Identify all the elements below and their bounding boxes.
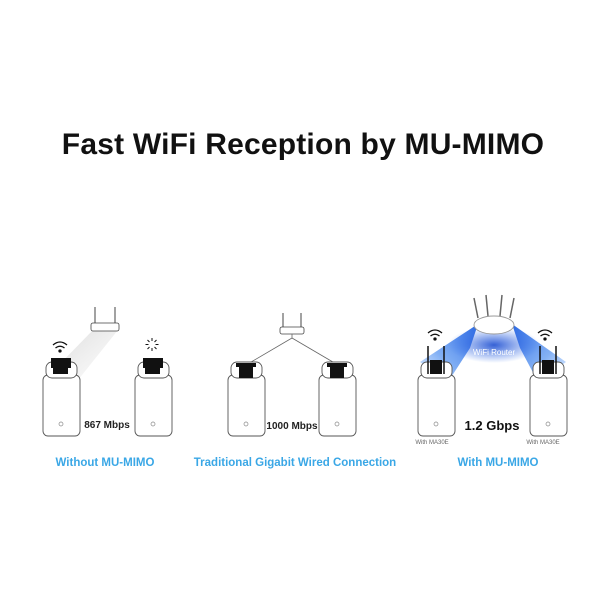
- panel-label: With MU-MIMO: [457, 457, 538, 469]
- panel-with-mu-mimo: WiFi Router: [415, 294, 568, 469]
- device-label: With MA30E: [415, 440, 448, 446]
- page-title: Fast WiFi Reception by MU-MIMO: [61, 128, 545, 161]
- wifi-icon: [537, 329, 553, 341]
- wifi-icon: [427, 329, 443, 341]
- powerline-adapter-icon: [318, 361, 357, 437]
- speed-label: 1.2 Gbps: [465, 418, 520, 433]
- powerline-adapter-icon: [134, 338, 173, 437]
- ethernet-cable: [245, 334, 293, 366]
- wifi-icon: [52, 341, 68, 353]
- panel-label: Traditional Gigabit Wired Connection: [194, 457, 396, 469]
- powerline-adapter-icon: [227, 361, 266, 437]
- panel-without-mu-mimo: 867 Mbps Without MU-MIMO: [42, 307, 173, 469]
- loading-icon: [145, 338, 159, 351]
- speed-label: 867 Mbps: [84, 420, 130, 431]
- panel-label: Without MU-MIMO: [56, 457, 155, 469]
- ethernet-cable: [291, 337, 339, 366]
- powerline-adapter-icon: [529, 329, 568, 437]
- device-label: With MA30E: [526, 440, 559, 446]
- router-icon: [279, 313, 305, 335]
- powerline-adapter-icon: [417, 329, 456, 437]
- router-glow: [448, 327, 540, 363]
- router-icon: [90, 307, 120, 332]
- powerline-adapter-icon: [42, 341, 81, 437]
- router-label: WiFi Router: [473, 348, 516, 357]
- speed-label: 1000 Mbps: [266, 421, 318, 432]
- panel-wired-connection: 1000 Mbps Traditional Gigabit Wired Conn…: [194, 313, 396, 469]
- router-icon: [473, 294, 515, 335]
